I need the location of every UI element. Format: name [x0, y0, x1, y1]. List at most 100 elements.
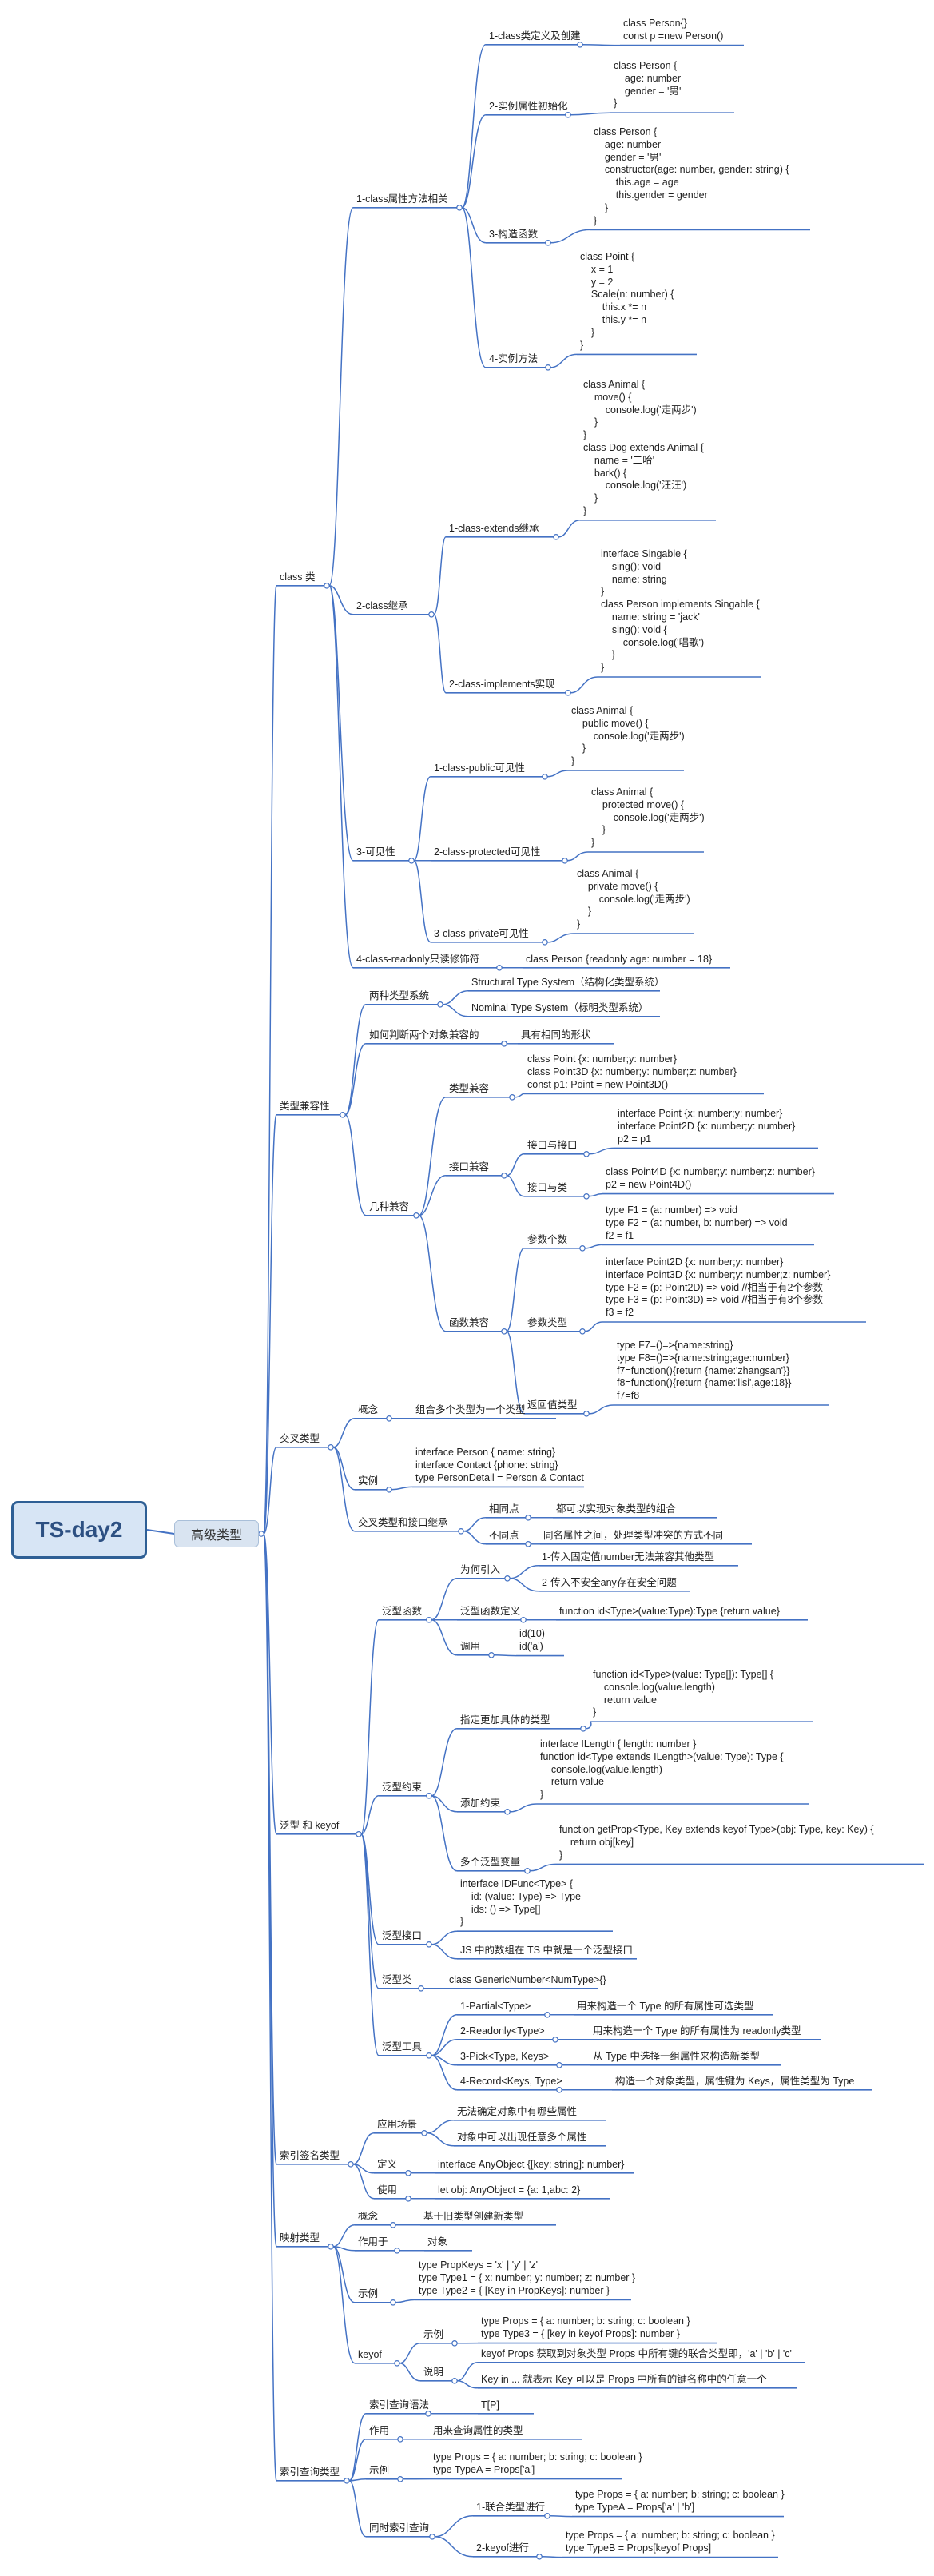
- node-cross-concept[interactable]: 概念: [358, 1404, 379, 1415]
- collapse-dot-icon[interactable]: [456, 204, 463, 211]
- node-map-concept-text[interactable]: 基于旧类型创建新类型: [423, 2211, 524, 2222]
- collapse-dot-icon[interactable]: [405, 2170, 411, 2176]
- collapse-dot-icon[interactable]: [348, 2161, 354, 2168]
- collapse-dot-icon[interactable]: [542, 773, 548, 780]
- node-iface-compat[interactable]: 接口兼容: [449, 1161, 490, 1173]
- node-param-type-code[interactable]: interface Point2D {x: number;y: number} …: [606, 1256, 831, 1319]
- node-idx-scene1[interactable]: 无法确定对象中有哪些属性: [457, 2106, 578, 2117]
- node-cls-private-code[interactable]: class Animal { private move() { console.…: [577, 868, 690, 930]
- collapse-dot-icon[interactable]: [426, 1793, 432, 1799]
- node-cross-diff-text[interactable]: 同名属性之间，处理类型冲突的方式不同: [543, 1530, 724, 1541]
- collapse-dot-icon[interactable]: [426, 2052, 432, 2059]
- collapse-dot-icon[interactable]: [542, 939, 548, 946]
- collapse-dot-icon[interactable]: [577, 41, 583, 48]
- node-cls-def[interactable]: 1-class类定义及创建: [489, 30, 581, 42]
- node-if2if-code[interactable]: interface Point {x: number;y: number} in…: [618, 1108, 796, 1145]
- node-if2if[interactable]: 接口与接口: [527, 1140, 578, 1151]
- node-gen-why[interactable]: 为何引入: [460, 1564, 501, 1575]
- node-tool-pick-text[interactable]: 从 Type 中选择一组属性来构造新类型: [593, 2051, 761, 2062]
- collapse-dot-icon[interactable]: [386, 1415, 392, 1422]
- collapse-dot-icon[interactable]: [405, 2196, 411, 2202]
- node-keyof-example[interactable]: 示例: [423, 2329, 444, 2340]
- node-keyof[interactable]: keyof: [358, 2349, 382, 2360]
- node-judge[interactable]: 如何判断两个对象兼容的: [369, 1029, 479, 1041]
- node-gen-class-code[interactable]: class GenericNumber<NumType>{}: [449, 1974, 606, 1985]
- collapse-dot-icon[interactable]: [565, 689, 571, 696]
- collapse-dot-icon[interactable]: [556, 2087, 562, 2093]
- node-gen-constraint[interactable]: 泛型约束: [382, 1782, 423, 1793]
- collapse-dot-icon[interactable]: [390, 2299, 396, 2306]
- collapse-dot-icon[interactable]: [394, 2248, 400, 2254]
- node-gen-iface-code[interactable]: interface IDFunc<Type> { id: (value: Typ…: [460, 1878, 582, 1928]
- collapse-dot-icon[interactable]: [397, 2476, 403, 2482]
- root-node[interactable]: TS-day2: [11, 1501, 147, 1559]
- node-gen-multi[interactable]: 多个泛型变量: [460, 1857, 521, 1868]
- node-iq-union-code[interactable]: type Props = { a: number; b: string; c: …: [575, 2489, 785, 2513]
- collapse-dot-icon[interactable]: [583, 1151, 590, 1157]
- node-iq-syntax[interactable]: 索引查询语法: [369, 2399, 430, 2411]
- node-cls-public[interactable]: 1-class-public可见性: [434, 762, 525, 774]
- node-gen-def[interactable]: 泛型函数定义: [460, 1606, 521, 1617]
- collapse-dot-icon[interactable]: [525, 1541, 531, 1547]
- collapse-dot-icon[interactable]: [553, 533, 559, 540]
- node-structural[interactable]: Structural Type System（结构化类型系统）: [471, 977, 665, 988]
- collapse-dot-icon[interactable]: [565, 112, 571, 118]
- node-gen-why2[interactable]: 2-传入不安全any存在安全问题: [542, 1577, 677, 1588]
- node-tool-readonly[interactable]: 2-Readonly<Type>: [460, 2025, 545, 2037]
- collapse-dot-icon[interactable]: [545, 239, 551, 246]
- collapse-dot-icon[interactable]: [451, 2340, 458, 2347]
- node-tool-record[interactable]: 4-Record<Keys, Type>: [460, 2076, 562, 2087]
- collapse-dot-icon[interactable]: [421, 2130, 427, 2136]
- node-cls-ctor-code[interactable]: class Person { age: number gender = '男' …: [594, 126, 789, 226]
- node-gen-fn[interactable]: 泛型函数: [382, 1606, 423, 1617]
- collapse-dot-icon[interactable]: [458, 1528, 464, 1535]
- collapse-dot-icon[interactable]: [426, 1617, 432, 1623]
- node-cls-init-code[interactable]: class Person { age: number gender = '男' …: [614, 60, 682, 109]
- node-cls-readonly[interactable]: 4-class-readonly只读修饰符: [356, 954, 480, 965]
- collapse-dot-icon[interactable]: [496, 965, 503, 971]
- node-gen-class[interactable]: 泛型类: [382, 1974, 412, 1985]
- node-cls-method[interactable]: 4-实例方法: [489, 353, 539, 364]
- node-tool-pick[interactable]: 3-Pick<Type, Keys>: [460, 2051, 550, 2062]
- node-ret-type[interactable]: 返回值类型: [527, 1399, 578, 1411]
- node-cls-ctor[interactable]: 3-构造函数: [489, 229, 539, 240]
- node-cls-extends-code[interactable]: class Animal { move() { console.log('走两步…: [583, 379, 704, 516]
- node-gen-def-code[interactable]: function id<Type>(value:Type):Type {retu…: [559, 1606, 780, 1617]
- node-iq-syntax-text[interactable]: T[P]: [481, 2399, 499, 2411]
- node-index-query[interactable]: 索引查询类型: [280, 2467, 340, 2478]
- collapse-dot-icon[interactable]: [544, 2012, 550, 2018]
- node-mapped[interactable]: 映射类型: [280, 2232, 320, 2244]
- collapse-dot-icon[interactable]: [397, 2436, 403, 2443]
- node-idx-scene2[interactable]: 对象中可以出现任意多个属性: [457, 2132, 587, 2143]
- node-several[interactable]: 几种兼容: [369, 1201, 410, 1212]
- node-map-concept[interactable]: 概念: [358, 2211, 379, 2222]
- node-gen-iface-arr[interactable]: JS 中的数组在 TS 中就是一个泛型接口: [460, 1945, 633, 1956]
- node-cls-vis[interactable]: 3-可见性: [356, 846, 395, 858]
- node-cross-example[interactable]: 实例: [358, 1475, 379, 1487]
- collapse-dot-icon[interactable]: [501, 1041, 507, 1047]
- node-map-for[interactable]: 作用于: [358, 2236, 388, 2248]
- node-two-systems[interactable]: 两种类型系统: [369, 990, 430, 1001]
- collapse-dot-icon[interactable]: [413, 1212, 419, 1219]
- collapse-dot-icon[interactable]: [425, 2411, 431, 2417]
- node-tool-record-text[interactable]: 构造一个对象类型，属性键为 Keys，属性类型为 Type: [615, 2076, 855, 2087]
- node-cls-extends[interactable]: 1-class-extends继承: [449, 523, 539, 534]
- node-fn-compat[interactable]: 函数兼容: [449, 1317, 490, 1328]
- node-cross-example-code[interactable]: interface Person { name: string} interfa…: [415, 1447, 584, 1483]
- node-idx-scene[interactable]: 应用场景: [377, 2119, 418, 2130]
- node-iq-example-code[interactable]: type Props = { a: number; b: string; c: …: [433, 2451, 642, 2475]
- node-iq-example[interactable]: 示例: [369, 2465, 390, 2476]
- collapse-dot-icon[interactable]: [408, 858, 415, 864]
- node-cross[interactable]: 交叉类型: [280, 1433, 320, 1444]
- collapse-dot-icon[interactable]: [390, 2222, 396, 2228]
- collapse-dot-icon[interactable]: [583, 1193, 590, 1200]
- collapse-dot-icon[interactable]: [324, 582, 330, 589]
- collapse-dot-icon[interactable]: [552, 2037, 558, 2043]
- node-map-example[interactable]: 示例: [358, 2288, 379, 2299]
- node-idx-def[interactable]: 定义: [377, 2159, 398, 2170]
- node-cls-init[interactable]: 2-实例属性初始化: [489, 101, 568, 112]
- node-cls-inherit[interactable]: 2-class继承: [356, 600, 408, 611]
- node-tool-partial[interactable]: 1-Partial<Type>: [460, 2001, 531, 2012]
- hub-node-advanced-types[interactable]: 高级类型: [174, 1520, 259, 1547]
- node-keyof-explain2[interactable]: Key in ... 就表示 Key 可以是 Props 中所有的键名称中的任意…: [481, 2374, 767, 2385]
